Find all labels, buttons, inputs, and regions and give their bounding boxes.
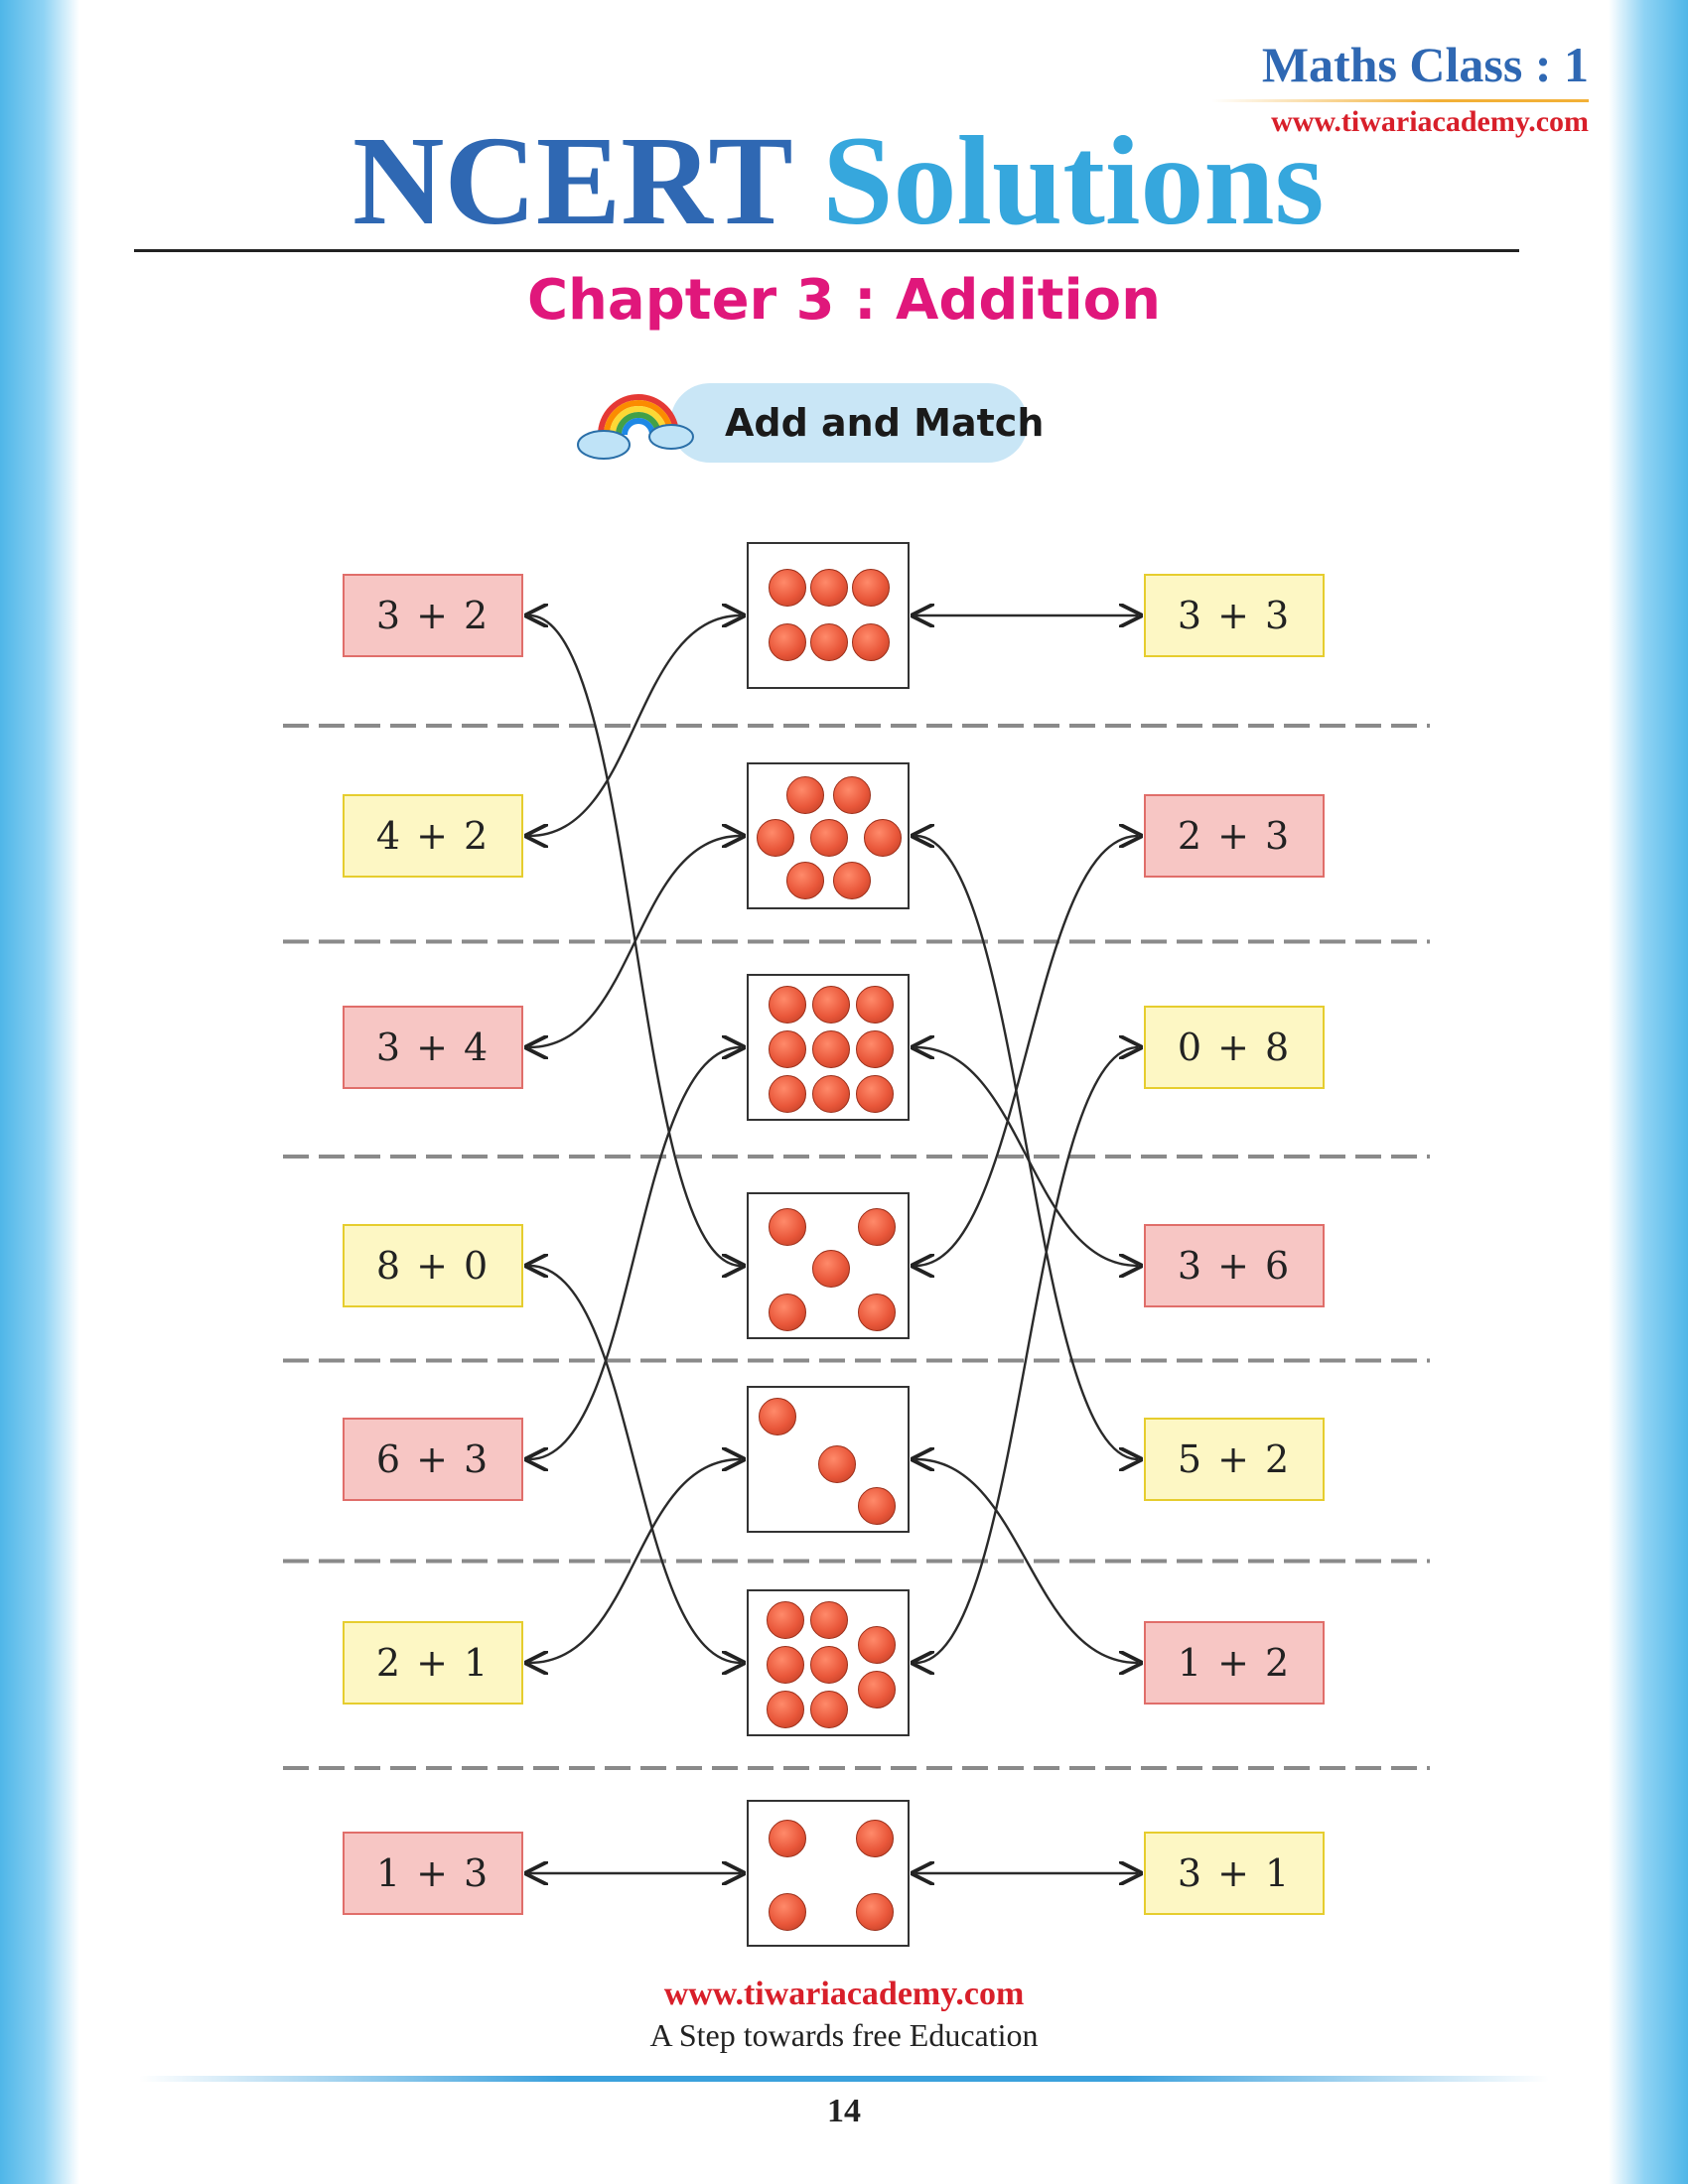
- counter-dot: [759, 1398, 796, 1435]
- left-equation-box[interactable]: 3 + 2: [343, 574, 523, 657]
- left-equation-box[interactable]: 2 + 1: [343, 1621, 523, 1705]
- section-banner: Add and Match: [576, 365, 1053, 475]
- counter-dot: [769, 569, 806, 607]
- counter-dot: [858, 1294, 896, 1331]
- counter-dot: [856, 1893, 894, 1931]
- counter-dot: [786, 776, 824, 814]
- counter-dot: [769, 1893, 806, 1931]
- dot-count-box[interactable]: [747, 1386, 910, 1533]
- counter-dot: [810, 1601, 848, 1639]
- left-equation-box[interactable]: 3 + 4: [343, 1006, 523, 1089]
- counter-dot: [818, 1445, 856, 1483]
- counter-dot: [833, 862, 871, 899]
- match-arrow: [915, 1047, 1138, 1663]
- counter-dot: [769, 1208, 806, 1246]
- match-arrow: [529, 1266, 741, 1663]
- counter-dot: [812, 1075, 850, 1113]
- right-equation-box[interactable]: 0 + 8: [1144, 1006, 1325, 1089]
- counter-dot: [769, 623, 806, 661]
- counter-dot: [856, 1820, 894, 1857]
- right-equation-box[interactable]: 3 + 3: [1144, 574, 1325, 657]
- counter-dot: [852, 623, 890, 661]
- counter-dot: [769, 1075, 806, 1113]
- match-arrow: [529, 1459, 741, 1663]
- counter-dot: [810, 819, 848, 857]
- match-arrow: [529, 836, 741, 1047]
- counter-dot: [812, 1250, 850, 1288]
- counter-dot: [767, 1691, 804, 1728]
- counter-dot: [810, 623, 848, 661]
- counter-dot: [864, 819, 902, 857]
- dot-count-box[interactable]: [747, 542, 910, 689]
- counter-dot: [769, 1820, 806, 1857]
- counter-dot: [810, 569, 848, 607]
- title-divider: [134, 249, 1519, 252]
- left-equation-box[interactable]: 6 + 3: [343, 1418, 523, 1501]
- left-decorative-band: [0, 0, 79, 2184]
- banner-cloud-shape: [670, 383, 1028, 463]
- counter-dot: [757, 819, 794, 857]
- right-equation-box[interactable]: 3 + 6: [1144, 1224, 1325, 1307]
- counter-dot: [856, 986, 894, 1024]
- counter-dot: [858, 1671, 896, 1708]
- right-equation-box[interactable]: 5 + 2: [1144, 1418, 1325, 1501]
- match-arrow: [529, 615, 741, 836]
- counter-dot: [767, 1601, 804, 1639]
- counter-dot: [856, 1075, 894, 1113]
- counter-dot: [858, 1208, 896, 1246]
- dot-count-box[interactable]: [747, 1589, 910, 1736]
- banner-text: Add and Match: [725, 401, 1045, 445]
- dot-count-box[interactable]: [747, 974, 910, 1121]
- page-number: 14: [827, 2093, 861, 2129]
- right-equation-box[interactable]: 3 + 1: [1144, 1832, 1325, 1915]
- dot-count-box[interactable]: [747, 1800, 910, 1947]
- dot-count-box[interactable]: [747, 762, 910, 909]
- main-title-part1: NCERT: [352, 110, 791, 251]
- match-arrow: [915, 1459, 1138, 1663]
- main-title: NCERT Solutions: [352, 117, 1324, 244]
- counter-dot: [767, 1646, 804, 1684]
- right-decorative-band: [1609, 0, 1688, 2184]
- match-arrow: [915, 836, 1138, 1266]
- footer-divider: [139, 2076, 1549, 2082]
- counter-dot: [769, 986, 806, 1024]
- left-equation-box[interactable]: 4 + 2: [343, 794, 523, 878]
- match-arrow: [915, 836, 1138, 1459]
- class-label-underline: [1211, 99, 1589, 102]
- match-arrow: [529, 1047, 741, 1459]
- header-url[interactable]: www.tiwariacademy.com: [1271, 105, 1589, 138]
- footer-url[interactable]: www.tiwariacademy.com: [663, 1976, 1025, 2012]
- left-equation-box[interactable]: 8 + 0: [343, 1224, 523, 1307]
- counter-dot: [769, 1294, 806, 1331]
- counter-dot: [810, 1691, 848, 1728]
- counter-dot: [852, 569, 890, 607]
- dot-count-box[interactable]: [747, 1192, 910, 1339]
- counter-dot: [858, 1626, 896, 1664]
- rainbow-cloud-icon: [577, 394, 694, 460]
- counter-dot: [786, 862, 824, 899]
- counter-dot: [833, 776, 871, 814]
- right-equation-box[interactable]: 2 + 3: [1144, 794, 1325, 878]
- counter-dot: [812, 986, 850, 1024]
- counter-dot: [812, 1030, 850, 1068]
- footer-tagline: A Step towards free Education: [649, 2017, 1039, 2053]
- counter-dot: [810, 1646, 848, 1684]
- class-label: Maths Class : 1: [1261, 37, 1589, 92]
- chapter-title: Chapter 3 : Addition: [526, 268, 1162, 333]
- main-title-part2: Solutions: [822, 110, 1325, 251]
- right-equation-box[interactable]: 1 + 2: [1144, 1621, 1325, 1705]
- counter-dot: [769, 1030, 806, 1068]
- counter-dot: [858, 1487, 896, 1525]
- counter-dot: [856, 1030, 894, 1068]
- left-equation-box[interactable]: 1 + 3: [343, 1832, 523, 1915]
